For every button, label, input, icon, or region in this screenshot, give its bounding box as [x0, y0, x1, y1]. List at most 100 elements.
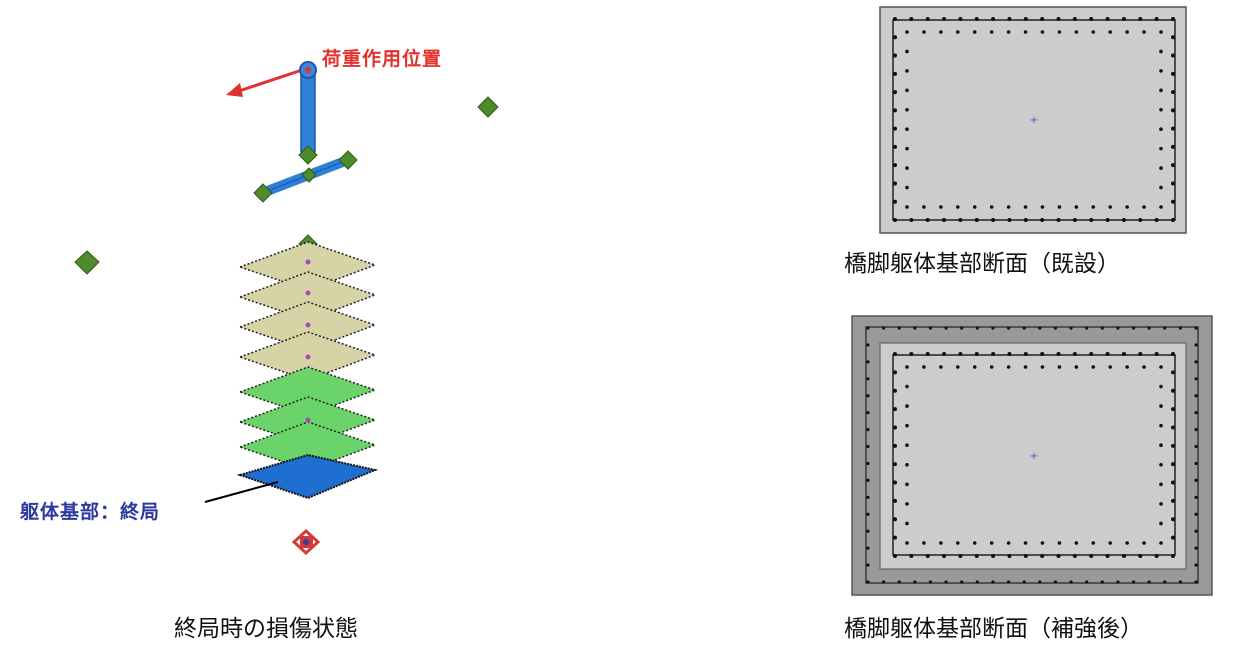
damage-model-diagram: [74, 61, 499, 556]
rebar-dot: [1159, 365, 1163, 369]
rebar-dot: [960, 580, 964, 584]
rebar-dot: [1194, 360, 1198, 364]
rebar-dot: [989, 205, 994, 209]
rebar-dot: [1072, 17, 1077, 21]
layer-tan-2: [237, 271, 378, 321]
rebar-dot: [1040, 352, 1045, 356]
rebar-dot: [975, 326, 979, 330]
rebar-dot: [991, 554, 996, 558]
rebar-dot: [989, 30, 994, 34]
rebar-dot: [989, 365, 994, 369]
rebar-dot: [1072, 218, 1077, 222]
rebar-dot: [1108, 365, 1112, 369]
rebar-dot: [1056, 352, 1061, 356]
rebar-dot: [1194, 394, 1198, 398]
rebar-dot: [1125, 205, 1129, 209]
rebar-dot: [866, 461, 870, 466]
fiber-layers: [236, 241, 379, 500]
rebar-dot: [1171, 144, 1175, 149]
rebar-dot: [905, 365, 909, 369]
rebar-dot: [866, 478, 870, 482]
rebar-dot: [942, 218, 947, 222]
rebar-dot: [974, 554, 979, 558]
rebar-dot: [1006, 30, 1011, 34]
rebar-dot: [1194, 428, 1198, 432]
rebar-dot: [1171, 498, 1175, 503]
rebar-dot: [991, 580, 995, 584]
rebar-dot: [942, 352, 947, 356]
rebar-dot: [974, 17, 979, 21]
rebar-dot: [1089, 554, 1094, 558]
rebar-dot: [1142, 365, 1146, 369]
rebar-dot: [928, 326, 933, 330]
rebar-dot: [1105, 554, 1110, 558]
rebar-dot: [1125, 365, 1129, 369]
rebar-dot: [1159, 107, 1163, 112]
reinforced-center-mark: +: [1030, 451, 1038, 462]
rebar-dot: [905, 166, 909, 170]
rebar-dot: [928, 580, 933, 584]
rebar-dot: [893, 17, 897, 21]
rebar-dot: [1006, 365, 1011, 369]
rebar-dot: [913, 326, 917, 330]
rebar-dot: [1105, 352, 1110, 356]
base-label: 躯体基部：終局: [20, 501, 161, 523]
rebar-dot: [974, 352, 979, 356]
rebar-dot: [1159, 166, 1163, 170]
rebar-dot: [905, 423, 909, 428]
rebar-dot: [893, 144, 897, 149]
rebar-dot: [1154, 352, 1159, 356]
rebar-dot: [866, 580, 870, 584]
rebar-dot: [1121, 352, 1126, 356]
rebar-dot: [1159, 462, 1163, 467]
rebar-dot: [972, 541, 977, 545]
rebar-dot: [1171, 17, 1175, 21]
rebar-dot: [975, 580, 979, 584]
rebar-dot: [939, 205, 943, 209]
rebar-dot: [944, 326, 948, 330]
rebar-dot: [925, 352, 930, 356]
rebar-dot: [1194, 461, 1198, 466]
rebar-dot: [905, 502, 909, 506]
rebar-dot: [866, 563, 870, 567]
rebar-dot: [905, 404, 909, 408]
rebar-dot: [1194, 377, 1198, 381]
rebar-dot: [1194, 529, 1198, 533]
rebar-dot: [1057, 365, 1062, 369]
rebar-dot: [1171, 35, 1175, 40]
rebar-dot: [1159, 146, 1163, 151]
base-pointer-line: [204, 481, 279, 503]
rebar-dot: [1091, 365, 1096, 369]
rebar-dot: [1006, 541, 1011, 545]
rebar-dot: [922, 541, 926, 545]
rebar-dot: [882, 580, 886, 584]
rebar-dot: [1089, 17, 1094, 21]
rebar-dot: [866, 343, 870, 347]
rebar-dot: [1147, 326, 1151, 330]
rebar-dot: [1040, 554, 1045, 558]
rebar-dot: [893, 108, 897, 113]
rebar-dot: [922, 205, 926, 209]
rebar-dot: [893, 126, 897, 131]
rebar-dot: [866, 428, 870, 432]
rebar-dot: [905, 462, 909, 467]
rebar-dot: [893, 480, 897, 485]
rebar-dot: [956, 205, 960, 209]
rebar-dot: [893, 425, 897, 430]
rebar-dot: [1159, 88, 1163, 93]
rebar-dot: [905, 185, 909, 190]
rebar-dot: [956, 365, 960, 369]
rebar-dot: [1006, 205, 1011, 209]
layer-tan-1: [237, 241, 378, 291]
rebar-dot: [1006, 580, 1011, 584]
rebar-dot: [905, 146, 909, 151]
rebar-dot: [905, 443, 909, 448]
rebar-dot: [1159, 185, 1163, 190]
rebar-dot: [1057, 30, 1062, 34]
reinforced-section-caption: 橋脚躯体基部断面（補強後）: [844, 616, 1143, 642]
rebar-dot: [958, 17, 963, 21]
rebar-dot: [1194, 444, 1198, 449]
node-marker: [253, 183, 273, 203]
load-arrow-head: [226, 83, 243, 97]
reinforced-rebars: [866, 326, 1198, 584]
